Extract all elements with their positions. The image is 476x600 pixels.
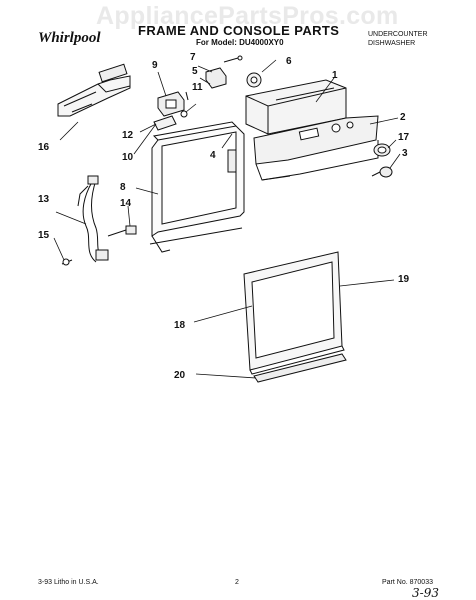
- watermark: AppliancePartsPros.com: [96, 2, 399, 30]
- callout-16: 16: [38, 142, 50, 153]
- callout-9: 9: [152, 60, 158, 71]
- callout-8: 8: [120, 182, 126, 193]
- callout-13: 13: [38, 194, 50, 205]
- callout-19: 19: [398, 274, 410, 285]
- part-17-knob-shape: [373, 143, 391, 157]
- callout-14: 14: [120, 198, 132, 209]
- brand-logo: Whirlpool: [38, 30, 101, 46]
- callout-11: 11: [192, 82, 203, 93]
- part-3-knob-shape: [371, 166, 393, 178]
- diagram-title: FRAME AND CONSOLE PARTS: [138, 23, 340, 38]
- callout-12: 12: [122, 130, 134, 141]
- model-label: For Model: DU4000XY0: [196, 38, 284, 47]
- part-5-bracket-shape: [205, 55, 262, 89]
- part-1-console-shape: [245, 79, 347, 135]
- callout-5: 5: [192, 66, 198, 77]
- part-13-wire-harness-shape: [61, 175, 137, 266]
- callout-2: 2: [400, 112, 406, 123]
- footer-part-number: Part No. 870033: [382, 579, 433, 586]
- part-2-control-panel-shape: [253, 115, 379, 181]
- callout-numbers: 16 9 7 5 11 12 10 4 6 1 2 17 3 8 13 14 1…: [38, 52, 410, 381]
- part-20-trim-strip-shape: [253, 353, 347, 383]
- callout-18: 18: [174, 320, 186, 331]
- callout-15: 15: [38, 230, 50, 241]
- footer-litho: 3-93 Litho in U.S.A.: [38, 579, 99, 586]
- appliance-type: UNDERCOUNTER DISHWASHER: [368, 30, 428, 48]
- callout-6: 6: [286, 56, 292, 67]
- part-19-door-panel-shape: [243, 251, 345, 375]
- callout-17: 17: [398, 132, 410, 143]
- appliance-type-line-2: DISHWASHER: [368, 40, 416, 47]
- handwritten-date: 3-93: [412, 586, 439, 600]
- callout-1: 1: [332, 70, 338, 81]
- leader-lines: [53, 59, 401, 379]
- callout-3: 3: [402, 148, 408, 159]
- callout-7: 7: [190, 52, 196, 63]
- appliance-type-line-1: UNDERCOUNTER: [368, 31, 428, 38]
- callout-4: 4: [210, 150, 216, 161]
- part-9-latch-shape: [153, 91, 189, 131]
- part-8-door-frame-shape: [149, 121, 245, 253]
- part-16-bracket-shape: [57, 63, 131, 117]
- footer-page-number: 2: [235, 579, 239, 586]
- callout-10: 10: [122, 152, 134, 163]
- callout-20: 20: [174, 370, 186, 381]
